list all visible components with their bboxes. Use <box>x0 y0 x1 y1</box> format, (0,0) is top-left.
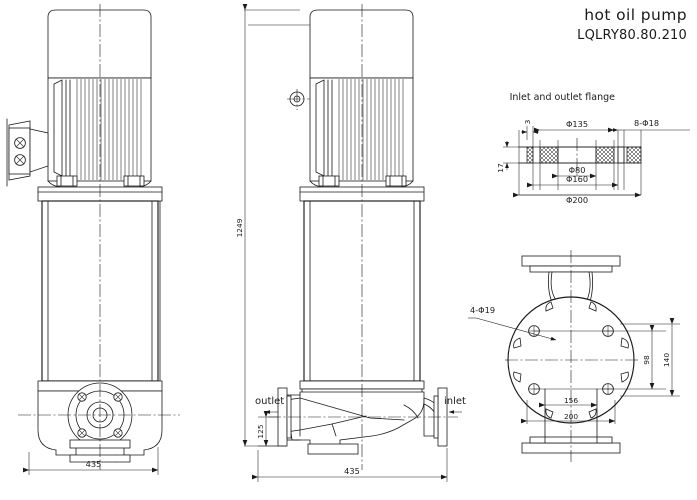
dimension-center-overall-width: 435 <box>251 448 448 482</box>
lifting-eye-icon <box>287 89 310 110</box>
dimension-value-phi135: Φ135 <box>566 119 588 129</box>
dimension-value-435-left: 435 <box>86 459 102 469</box>
dimension-foot-outer-200: 200 <box>520 412 616 424</box>
center-elevation-view: outlet inlet 1249 125 435 <box>235 3 466 482</box>
dimension-value-3: 3 <box>523 119 532 124</box>
dimension-left-overall-width: 435 <box>22 447 159 475</box>
callout-4-phi19: 4-Φ19 <box>468 305 557 341</box>
dimension-value-phi200: Φ200 <box>566 195 588 205</box>
dimension-bolt-circle: Φ135 <box>533 119 615 133</box>
motor-cooling-fins-center <box>338 79 404 180</box>
dimension-bore: Φ80 <box>551 165 597 179</box>
dimension-value-140: 140 <box>662 353 671 367</box>
flange-detail-heading: Inlet and outlet flange <box>510 92 616 103</box>
terminal-box-left <box>6 118 49 187</box>
motor-housing-center <box>248 9 414 188</box>
title-block: hot oil pump LQLRY80.80.210 <box>577 6 687 43</box>
pump-body-plan-view: 4-Φ19 98 140 156 200 <box>468 250 680 462</box>
dimension-value-156: 156 <box>564 396 578 405</box>
motor-housing-left <box>47 9 152 188</box>
callout-value-4-phi19: 4-Φ19 <box>470 305 495 315</box>
inlet-label: inlet <box>444 396 466 407</box>
dimension-value-125: 125 <box>256 424 265 438</box>
dimension-nozzle-height: 125 <box>256 410 286 447</box>
casing-bolts-left <box>77 392 123 438</box>
flange-detail-view: Inlet and outlet flange 3 <box>496 92 690 205</box>
left-elevation-view: 435 <box>6 4 180 475</box>
dimension-flange-height: 17 <box>496 141 527 173</box>
dimension-value-200: 200 <box>564 412 578 421</box>
dimension-raised-face: Φ160 <box>526 174 619 188</box>
dimension-flange-width-140: 140 <box>662 317 675 397</box>
pump-barrel-left <box>41 200 161 382</box>
callout-bolt-holes: 8-Φ18 <box>612 118 690 132</box>
dimension-foot-inner-156: 156 <box>538 396 598 408</box>
dimension-bolt-spacing-98: 98 <box>642 324 655 390</box>
dimension-value-98: 98 <box>642 355 651 365</box>
dimension-value-1249: 1249 <box>235 218 244 237</box>
outlet-label: outlet <box>255 396 284 407</box>
casing-lugs <box>513 301 629 419</box>
dimension-value-435-center: 435 <box>344 466 360 476</box>
dimension-value-phi80: Φ80 <box>569 165 586 175</box>
dimension-outer-diameter: Φ200 <box>512 192 642 205</box>
dimension-value-17: 17 <box>496 163 505 173</box>
page-title: hot oil pump <box>584 6 687 24</box>
dimension-value-phi160: Φ160 <box>566 174 588 184</box>
motor-cooling-fins <box>76 79 142 180</box>
model-number: LQLRY80.80.210 <box>577 28 687 43</box>
callout-value-8-phi18: 8-Φ18 <box>634 118 659 128</box>
flange-section <box>518 130 642 196</box>
